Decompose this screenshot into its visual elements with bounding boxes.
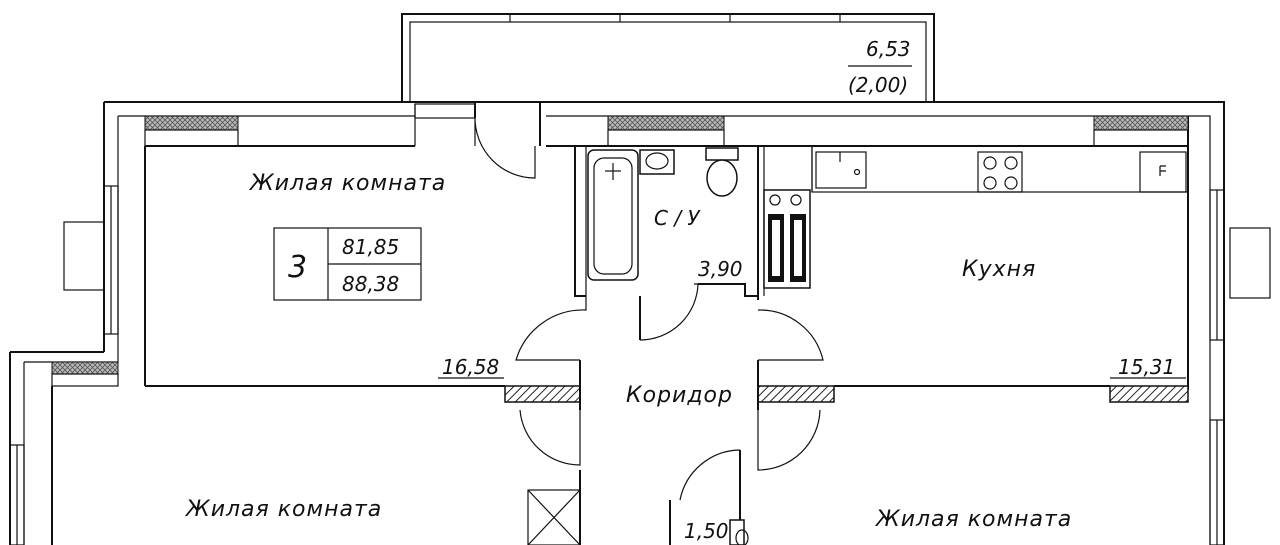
kitchen-counter xyxy=(811,145,1189,193)
area-underlines xyxy=(438,283,1186,379)
living-room-2-label: Жилая комната xyxy=(184,497,382,522)
balcony-area: 6,53 xyxy=(866,37,911,61)
total-area-value: 88,38 xyxy=(342,272,399,296)
toilet-icon xyxy=(705,147,739,197)
room-count: 3 xyxy=(288,250,307,285)
bathroom-label: С / У xyxy=(654,206,701,230)
partition-right xyxy=(757,360,1189,410)
sink xyxy=(639,149,675,175)
appliances xyxy=(763,146,813,289)
balcony-door xyxy=(474,117,536,179)
kitchen-area: 15,31 xyxy=(1118,355,1175,379)
living-room-3-label: Жилая комната xyxy=(874,507,1072,532)
bathroom-area: 3,90 xyxy=(698,257,743,281)
kitchen-label: Кухня xyxy=(962,257,1036,282)
wc-sink xyxy=(729,519,749,545)
living-room-1-area: 16,58 xyxy=(442,355,499,379)
left-window xyxy=(63,185,119,335)
apartment-info-box xyxy=(273,227,422,301)
exterior-wall-lower-left xyxy=(9,340,119,545)
living-area-value: 81,85 xyxy=(342,235,399,259)
balcony-area-reduced: (2,00) xyxy=(848,73,908,97)
bathtub xyxy=(587,149,639,281)
wc-area: 1,50 xyxy=(684,519,729,543)
doors xyxy=(515,283,824,545)
exterior-wall-top-left xyxy=(103,101,476,386)
partition-left xyxy=(145,360,581,410)
living-room-1-label: Жилая комната xyxy=(248,171,446,196)
corridor-label: Коридор xyxy=(626,383,733,408)
